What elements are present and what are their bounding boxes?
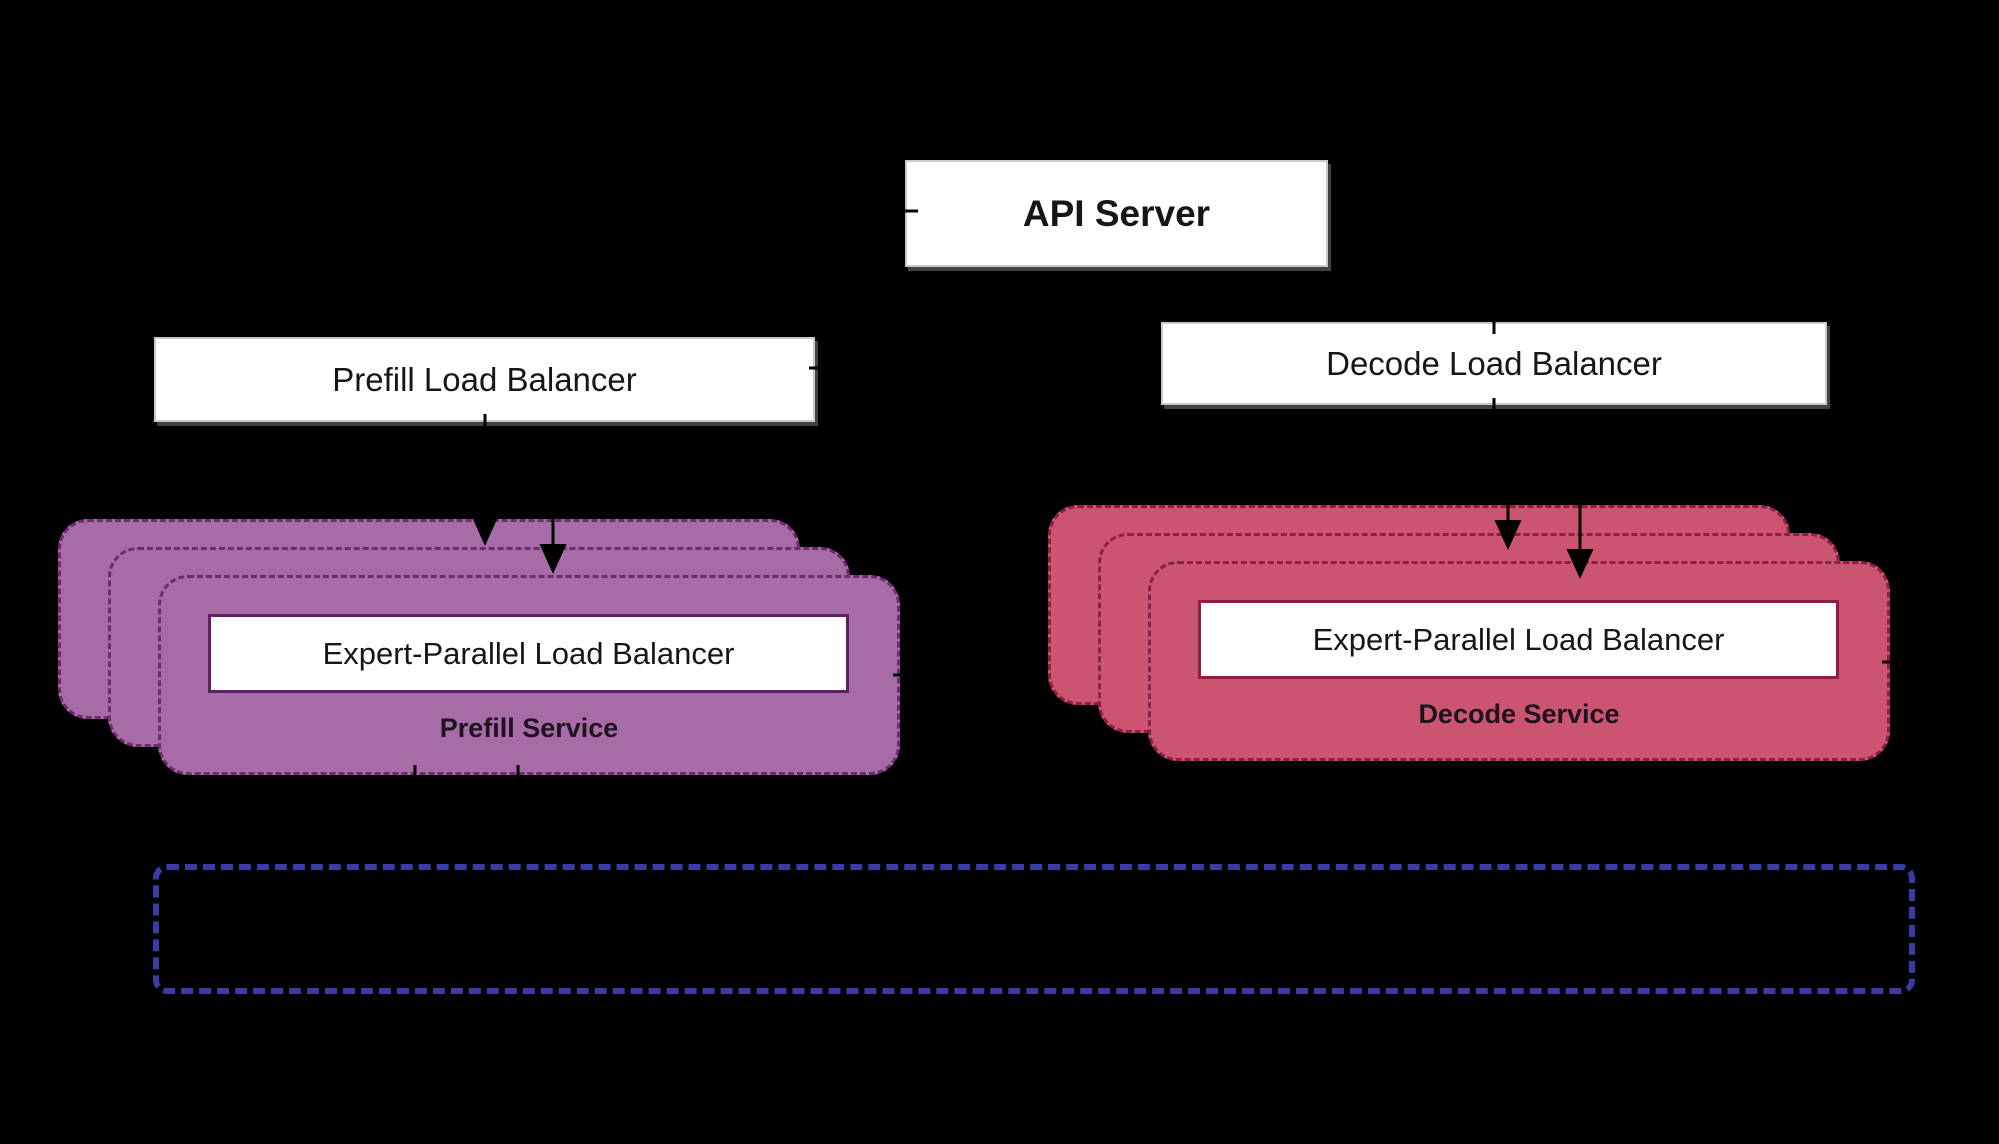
api-server-node: API Server	[905, 160, 1328, 267]
prefill-load-balancer-label: Prefill Load Balancer	[332, 360, 637, 398]
api-server-label: API Server	[1022, 192, 1211, 234]
infra-boundary-box	[153, 864, 1915, 994]
prefill-eplb-label: Expert-Parallel Load Balancer	[322, 635, 735, 671]
connector-decode-lb-to-api	[1332, 204, 1496, 334]
prefill-expert-parallel-load-balancer-box: Expert-Parallel Load Balancer	[208, 614, 849, 693]
prefill-service-label: Prefill Service	[439, 712, 619, 743]
prefill-load-balancer-node: Prefill Load Balancer	[154, 337, 815, 422]
decode-service-label: Decode Service	[1418, 698, 1620, 729]
decode-load-balancer-node: Decode Load Balancer	[1161, 322, 1827, 405]
decode-expert-parallel-load-balancer-box: Expert-Parallel Load Balancer	[1198, 600, 1839, 679]
decode-load-balancer-label: Decode Load Balancer	[1326, 344, 1662, 382]
decode-eplb-label: Expert-Parallel Load Balancer	[1312, 621, 1725, 657]
connector-api-to-prefill-lb	[471, 209, 918, 336]
